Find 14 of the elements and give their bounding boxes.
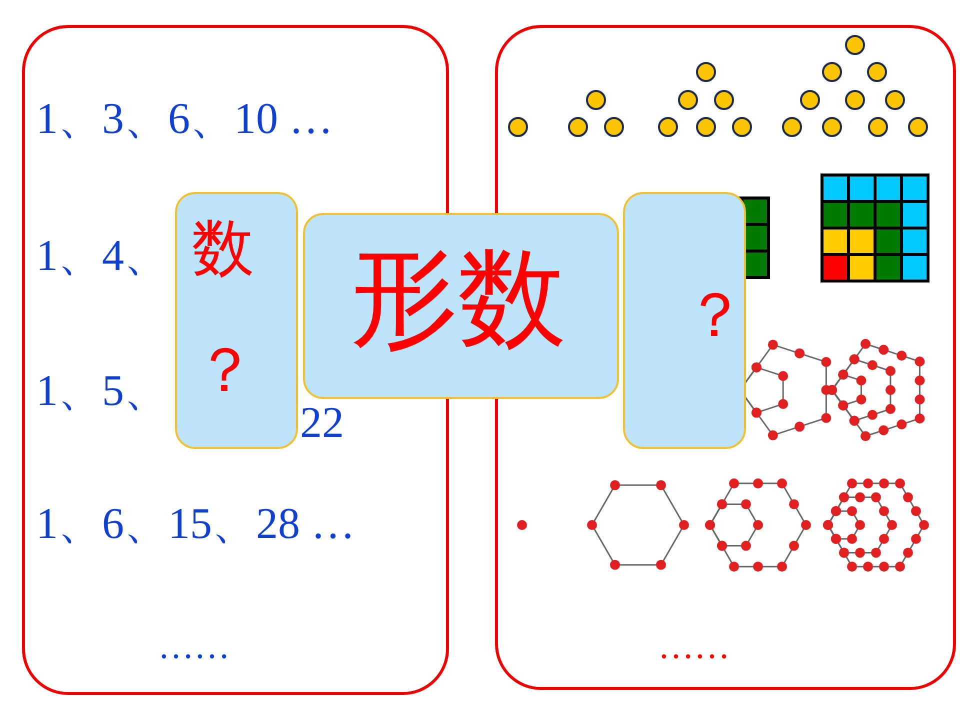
title-text: 形数 [350, 246, 566, 354]
card-text: ？ [684, 285, 746, 347]
number-sequence: 1、3、6、10 … [36, 97, 333, 141]
card-text: 数 [192, 218, 254, 280]
label-card [175, 192, 298, 449]
number-sequence: 1、6、15、28 … [36, 502, 355, 546]
card-text: ？ [194, 340, 256, 402]
ellipsis-text: …… [658, 628, 730, 664]
title-card [303, 213, 619, 399]
ellipsis-text: …… [158, 628, 230, 664]
label-card [623, 192, 746, 449]
number-sequence: 1、4、 [36, 234, 168, 278]
number-sequence: 22 [300, 401, 344, 445]
number-sequence: 1、5、 [36, 369, 168, 413]
